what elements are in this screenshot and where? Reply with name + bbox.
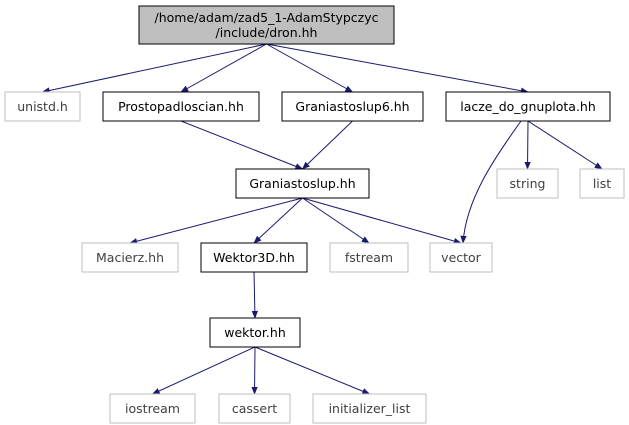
node-label: fstream bbox=[345, 250, 393, 265]
edge-wektor-to-initializer_list bbox=[254, 346, 371, 395]
node-box bbox=[496, 168, 559, 199]
node-list: list bbox=[579, 168, 625, 199]
node-iostream: iostream bbox=[109, 393, 196, 424]
node-box bbox=[429, 242, 493, 273]
node-box bbox=[579, 168, 625, 199]
node-label: Macierz.hh bbox=[96, 250, 164, 265]
node-macierz: Macierz.hh bbox=[81, 242, 179, 273]
node-label: string bbox=[510, 176, 546, 191]
node-label: lacze_do_gnuplota.hh bbox=[460, 99, 596, 114]
edge-dron-to-prostopadloscian bbox=[180, 43, 267, 93]
edges-layer bbox=[41, 43, 603, 395]
node-box bbox=[209, 317, 301, 348]
node-box bbox=[4, 91, 81, 122]
node-box bbox=[138, 5, 395, 45]
edge-lacze-to-list bbox=[527, 120, 603, 170]
node-cassert: cassert bbox=[218, 393, 291, 424]
node-label: list bbox=[593, 176, 611, 191]
node-vector: vector bbox=[429, 242, 493, 273]
node-box bbox=[235, 168, 370, 199]
node-string: string bbox=[496, 168, 559, 199]
node-box bbox=[81, 242, 179, 273]
node-wektor[interactable]: wektor.hh bbox=[209, 317, 301, 348]
edge-graniastoslup6-to-graniastoslup bbox=[301, 120, 353, 170]
node-label: /include/dron.hh bbox=[216, 25, 318, 40]
node-label: cassert bbox=[232, 401, 277, 416]
node-box bbox=[102, 91, 260, 122]
node-fstream: fstream bbox=[329, 242, 409, 273]
edge-dron-to-graniastoslup6 bbox=[266, 43, 354, 93]
node-box bbox=[200, 242, 308, 273]
edge-wektor-to-iostream bbox=[151, 346, 256, 395]
edge-graniastoslup-to-wektor3d bbox=[253, 197, 303, 244]
node-label: unistd.h bbox=[17, 99, 68, 114]
node-initializer-list: initializer_list bbox=[312, 393, 427, 424]
node-graniastoslup[interactable]: Graniastoslup.hh bbox=[235, 168, 370, 199]
edge-wektor-to-cassert bbox=[251, 346, 258, 395]
edge-dron-to-unistd bbox=[41, 43, 267, 94]
node-unistd: unistd.h bbox=[4, 91, 81, 122]
node-box bbox=[281, 91, 424, 122]
node-box bbox=[312, 393, 427, 424]
node-label: /home/adam/zad5_1-AdamStypczyc bbox=[154, 10, 378, 25]
edge-graniastoslup-to-macierz bbox=[129, 197, 303, 245]
node-label: Graniastoslup.hh bbox=[249, 176, 355, 191]
node-box bbox=[109, 393, 196, 424]
nodes-layer: /home/adam/zad5_1-AdamStypczyc/include/d… bbox=[4, 5, 625, 424]
node-label: Wektor3D.hh bbox=[213, 250, 295, 265]
node-label: Prostopadloscian.hh bbox=[118, 99, 244, 114]
node-label: wektor.hh bbox=[224, 325, 286, 340]
node-box bbox=[329, 242, 409, 273]
node-graniastoslup6[interactable]: Graniastoslup6.hh bbox=[281, 91, 424, 122]
edge-wektor3d-to-wektor bbox=[251, 271, 259, 319]
node-box bbox=[445, 91, 611, 122]
node-label: vector bbox=[441, 250, 482, 265]
node-wektor3d[interactable]: Wektor3D.hh bbox=[200, 242, 308, 273]
node-dron[interactable]: /home/adam/zad5_1-AdamStypczyc/include/d… bbox=[138, 5, 395, 45]
edge-prostopadloscian-to-graniastoslup bbox=[180, 120, 304, 170]
node-prostopadloscian[interactable]: Prostopadloscian.hh bbox=[102, 91, 260, 122]
edge-lacze-to-vector bbox=[460, 120, 522, 244]
node-label: initializer_list bbox=[329, 401, 411, 416]
node-label: iostream bbox=[125, 401, 180, 416]
node-box bbox=[218, 393, 291, 424]
edge-lacze-to-string bbox=[524, 120, 531, 170]
edge-graniastoslup-to-fstream bbox=[302, 197, 370, 244]
node-lacze[interactable]: lacze_do_gnuplota.hh bbox=[445, 91, 611, 122]
edge-dron-to-lacze bbox=[266, 43, 529, 94]
node-label: Graniastoslup6.hh bbox=[295, 99, 409, 114]
edge-graniastoslup-to-vector bbox=[302, 197, 462, 245]
